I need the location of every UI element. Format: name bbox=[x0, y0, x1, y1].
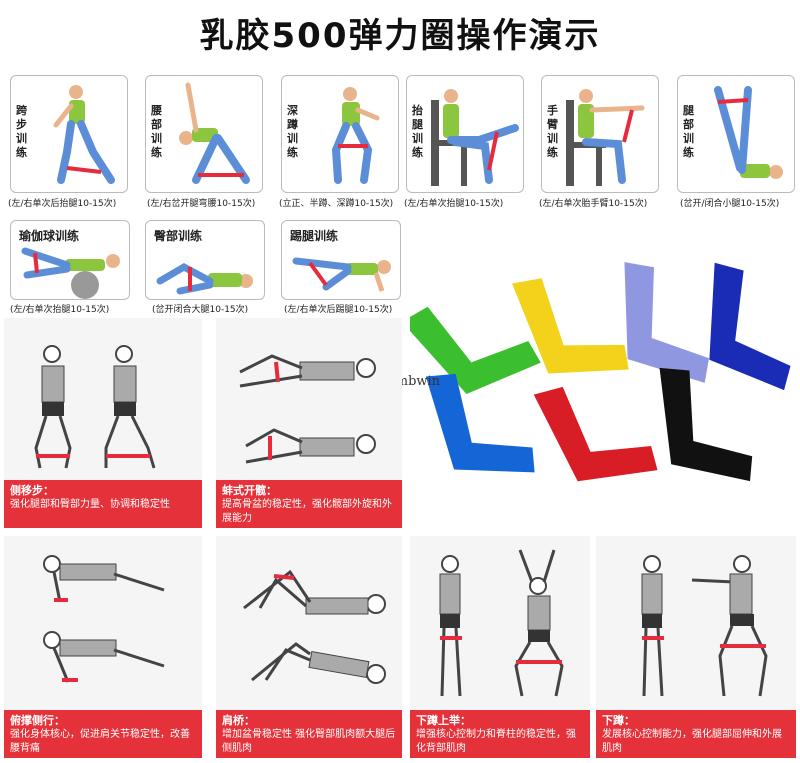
card-leg-raise: 抬腿训练 bbox=[406, 75, 524, 193]
panel-plank-walk: 俯撑侧行： 强化身体核心，促进肩关节稳定性，改善腰背痛 bbox=[4, 536, 202, 758]
figure-leg-raise bbox=[431, 89, 519, 186]
panel-squat: 下蹲： 发展核心控制能力，强化腿部屈伸和外展肌肉 bbox=[596, 536, 796, 758]
card-label: 腿部训练 bbox=[683, 104, 694, 159]
panel-text: 强化腿部和臀部力量、协调和稳定性 bbox=[10, 499, 170, 510]
panel-text: 增强核心控制力和脊柱的稳定性，强化背部肌肉 bbox=[416, 729, 576, 754]
panel-caption: 肩桥： 增加盆骨稳定性 强化臀部肌肉额大腿后侧肌肉 bbox=[216, 710, 402, 758]
panel-text: 增加盆骨稳定性 强化臀部肌肉额大腿后侧肌肉 bbox=[222, 729, 396, 754]
panel-heading: 俯撑侧行： bbox=[10, 714, 65, 727]
card-arm: 手臂训练 bbox=[541, 75, 659, 193]
card-caption: (左/右单次后抬腿10-15次) bbox=[8, 199, 117, 209]
panel-caption: 蚌式开髋： 提高骨盆的稳定性，强化髋部外旋和外展能力 bbox=[216, 480, 402, 528]
panel-caption: 下蹲： 发展核心控制能力，强化腿部屈伸和外展肌肉 bbox=[596, 710, 796, 758]
panel-heading: 蚌式开髋： bbox=[222, 484, 277, 497]
card-caption: (左/右单次抬腿10-15次) bbox=[10, 305, 110, 315]
panel-heading: 下蹲上举： bbox=[416, 714, 471, 727]
card-caption: (左/右岔开腿弯腰10-15次) bbox=[147, 199, 256, 209]
panel-shoulder-bridge: 肩桥： 增加盆骨稳定性 强化臀部肌肉额大腿后侧肌肉 bbox=[216, 536, 402, 758]
card-kick: 踢腿训练 bbox=[281, 220, 401, 300]
panel-caption: 侧移步： 强化腿部和臀部力量、协调和稳定性 bbox=[4, 480, 202, 528]
figure-kick bbox=[292, 257, 391, 292]
figure-plank-walk bbox=[43, 555, 165, 683]
figure-clamshell bbox=[239, 354, 376, 464]
card-caption: (左/右单次抬腿10-15次) bbox=[404, 199, 504, 209]
card-label: 腰部训练 bbox=[151, 104, 162, 159]
card-caption: (岔开/闭合小腿10-15次) bbox=[680, 199, 780, 209]
panel-side-step: 侧移步： 强化腿部和臀部力量、协调和稳定性 bbox=[4, 318, 202, 528]
card-label: 深蹲训练 bbox=[287, 104, 298, 159]
card-yoga-ball: 瑜伽球训练 bbox=[10, 220, 130, 300]
card-label: 抬腿训练 bbox=[412, 104, 423, 159]
resistance-band bbox=[533, 386, 658, 482]
card-caption: (岔开闭合大腿10-15次) bbox=[152, 305, 249, 315]
card-squat: 深蹲训练 bbox=[281, 75, 399, 193]
card-waist: 腰部训练 bbox=[145, 75, 263, 193]
card-label: 踢腿训练 bbox=[290, 229, 339, 243]
resistance-band bbox=[410, 306, 541, 394]
card-label: 臀部训练 bbox=[154, 229, 203, 243]
figure-legs bbox=[714, 86, 783, 179]
resistance-band bbox=[709, 262, 791, 391]
card-label: 跨步训练 bbox=[16, 104, 27, 159]
figure-squat bbox=[331, 87, 380, 184]
figure-stride bbox=[53, 85, 115, 184]
panel-text: 提高骨盆的稳定性，强化髋部外旋和外展能力 bbox=[222, 499, 392, 524]
panel-text: 发展核心控制能力，强化腿部屈伸和外展肌肉 bbox=[602, 729, 782, 754]
panel-heading: 肩桥： bbox=[222, 714, 255, 727]
card-label: 瑜伽球训练 bbox=[19, 229, 80, 243]
panel-clamshell: 蚌式开髋： 提高骨盆的稳定性，强化髋部外旋和外展能力 bbox=[216, 318, 402, 528]
card-caption: (左/右单次胎手臂10-15次) bbox=[539, 199, 648, 209]
card-label: 手臂训练 bbox=[547, 104, 558, 159]
panel-heading: 侧移步： bbox=[10, 484, 54, 497]
card-stride: 跨步训练 bbox=[10, 75, 128, 193]
resistance-band bbox=[624, 262, 710, 383]
resistance-band bbox=[425, 373, 535, 473]
figure-squat-raise bbox=[439, 549, 564, 697]
figure-shoulder-bridge bbox=[243, 569, 386, 684]
panel-caption: 俯撑侧行： 强化身体核心，促进肩关节稳定性，改善腰背痛 bbox=[4, 710, 202, 758]
figure-side-step bbox=[34, 345, 156, 469]
figure-waist bbox=[179, 82, 250, 184]
figure-arm bbox=[566, 89, 645, 186]
resistance-band bbox=[512, 278, 629, 374]
card-legs: 腿部训练 bbox=[677, 75, 795, 193]
figure-yoga-ball bbox=[21, 247, 120, 299]
page-title: 乳胶500弹力圈操作演示 bbox=[199, 16, 601, 56]
figure-squat-side bbox=[641, 555, 768, 697]
card-hip: 臀部训练 bbox=[145, 220, 265, 300]
panel-heading: 下蹲： bbox=[602, 714, 635, 727]
resistance-bands-image bbox=[410, 262, 791, 482]
resistance-band bbox=[659, 367, 753, 482]
panel-text: 强化身体核心，促进肩关节稳定性，改善腰背痛 bbox=[10, 729, 190, 754]
panel-caption: 下蹲上举： 增强核心控制力和脊柱的稳定性，强化背部肌肉 bbox=[410, 710, 590, 758]
card-caption: (左/右单次后踢腿10-15次) bbox=[284, 305, 393, 315]
figure-hip bbox=[156, 262, 253, 295]
card-caption: (立正、半蹲、深蹲10-15次) bbox=[279, 199, 394, 209]
panel-squat-raise: 下蹲上举： 增强核心控制力和脊柱的稳定性，强化背部肌肉 bbox=[410, 536, 590, 758]
